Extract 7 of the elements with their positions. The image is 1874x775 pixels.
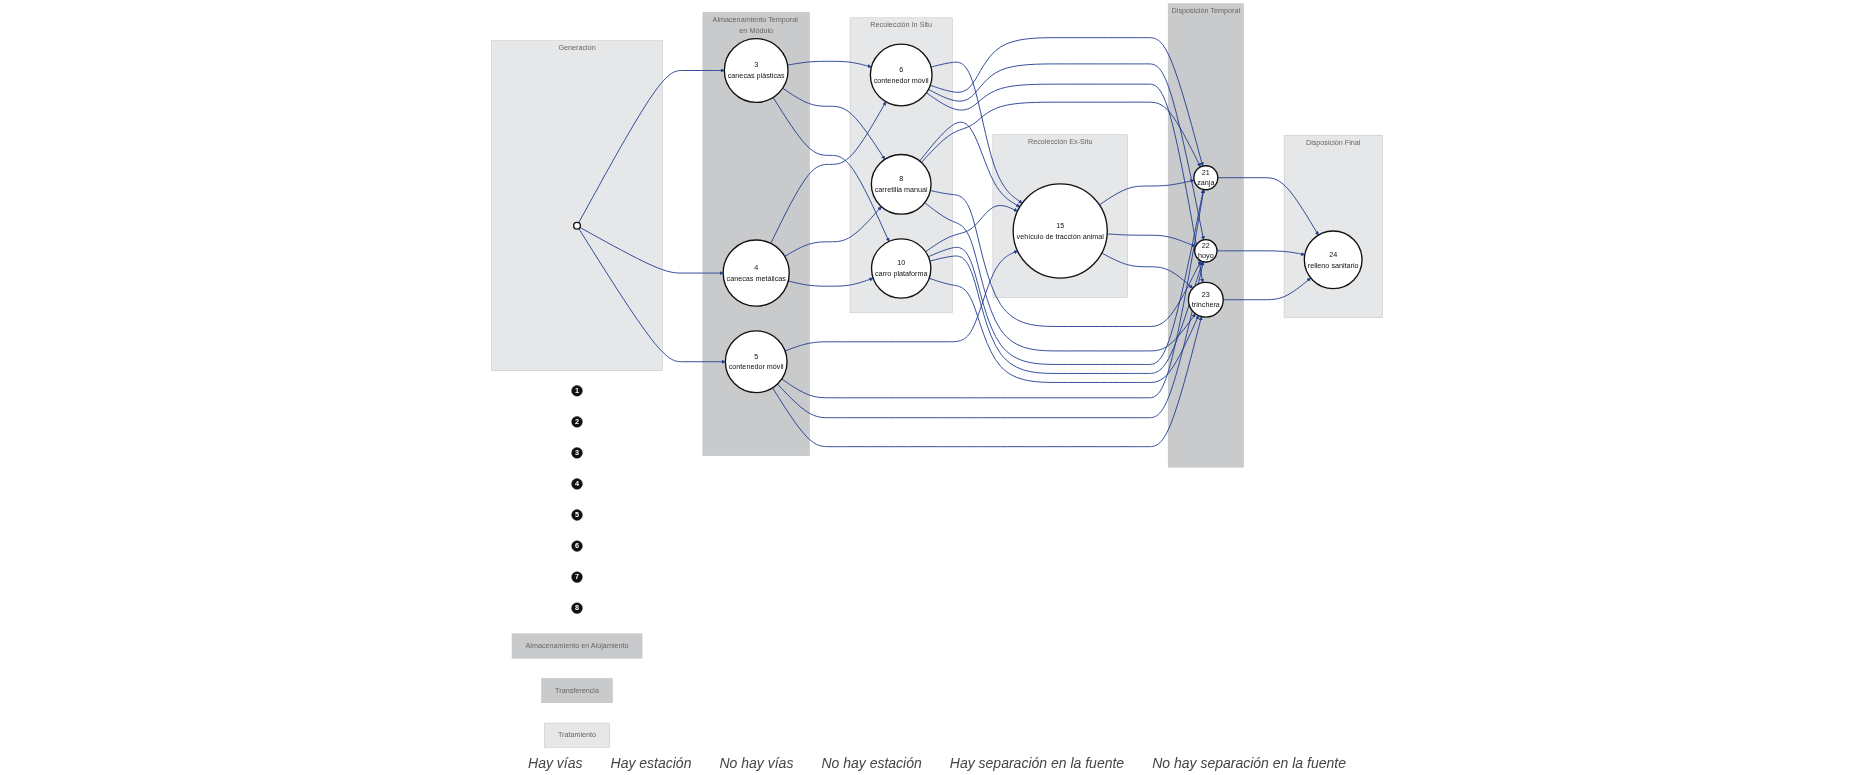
note-text: Hay vías xyxy=(528,755,583,771)
note-text: No hay vías xyxy=(719,755,794,771)
node-circle xyxy=(572,221,582,230)
note-text: No hay separación en la fuente xyxy=(1152,755,1346,771)
note-text: Hay estación xyxy=(610,755,692,771)
note-text: No hay estación xyxy=(821,755,922,771)
note-text: Hay separación en la fuente xyxy=(949,755,1125,771)
